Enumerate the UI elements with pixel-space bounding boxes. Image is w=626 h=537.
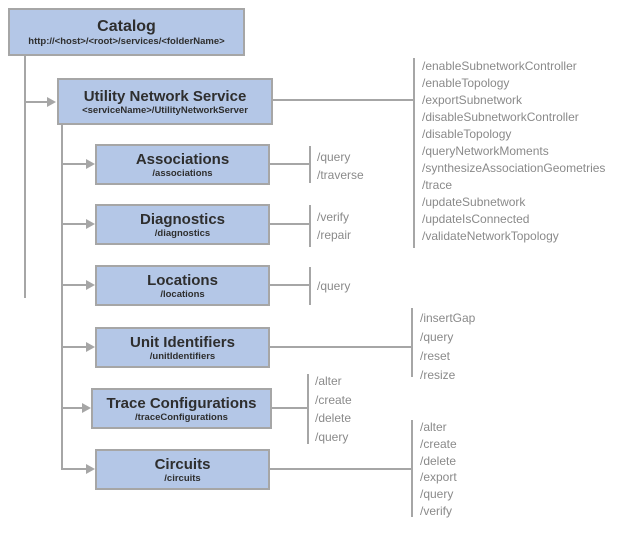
- unit-identifiers-operations-bracket-line: [411, 308, 413, 377]
- operation-label: /disableSubnetworkController: [422, 110, 579, 124]
- operation-label: /query: [420, 487, 454, 502]
- operation-label: /updateIsConnected: [422, 212, 530, 226]
- resource-path-trace-configurations: /traceConfigurations: [135, 411, 228, 423]
- unit-identifiers-operations-connector-line: [270, 346, 411, 348]
- resource-box-unit-identifiers: Unit Identifiers /unitIdentifiers: [95, 327, 270, 368]
- branch-line-associations: [62, 163, 87, 165]
- operation-label: /query: [315, 429, 349, 444]
- catalog-title: Catalog: [97, 17, 156, 35]
- utility-network-service-box: Utility Network Service <serviceName>/Ut…: [57, 78, 273, 125]
- resource-title-unit-identifiers: Unit Identifiers: [129, 333, 235, 351]
- operation-label: /synthesizeAssociationGeometries: [422, 161, 606, 175]
- resource-path-circuits: /circuits: [164, 472, 201, 484]
- unit-identifiers-operations-list: /insertGap/query/reset/resize: [420, 309, 475, 385]
- operation-label: /export: [420, 470, 457, 485]
- operation-label: /disableTopology: [422, 127, 512, 141]
- resource-title-circuits: Circuits: [154, 455, 211, 473]
- service-operations-connector-line: [273, 99, 413, 101]
- circuits-operations-list: /alter/create/delete/export/query/verify: [420, 419, 457, 520]
- branch-line-trace-configurations: [62, 407, 83, 409]
- associations-operations-connector-line: [270, 163, 309, 165]
- trace-configurations-operations-list: /alter/create/delete/query: [315, 372, 352, 446]
- resource-box-circuits: Circuits /circuits: [95, 449, 270, 490]
- operation-label: /create: [315, 392, 352, 407]
- operation-label: /query: [317, 279, 351, 293]
- resource-title-diagnostics: Diagnostics: [139, 210, 226, 228]
- trace-configurations-operations-connector-line: [272, 407, 307, 409]
- branch-arrow-diagnostics-icon: [86, 219, 95, 229]
- catalog-connector-vertical-line: [24, 56, 26, 298]
- branch-line-unit-identifiers: [62, 346, 87, 348]
- branch-arrow-unit-identifiers-icon: [86, 342, 95, 352]
- associations-operations-list: /query/traverse: [317, 148, 364, 184]
- catalog-box: Catalog http://<host>/<root>/services/<f…: [8, 8, 245, 56]
- resource-title-trace-configurations: Trace Configurations: [106, 394, 257, 412]
- catalog-connector-horizontal-line: [25, 101, 48, 103]
- circuits-operations-bracket-line: [411, 420, 413, 517]
- resource-path-associations: /associations: [152, 167, 213, 179]
- catalog-url: http://<host>/<root>/services/<folderNam…: [28, 35, 225, 47]
- operation-label: /insertGap: [420, 311, 476, 325]
- resource-box-trace-configurations: Trace Configurations /traceConfiguration…: [91, 388, 272, 429]
- resource-path-diagnostics: /diagnostics: [154, 227, 211, 239]
- operation-label: /alter: [315, 374, 342, 388]
- trace-configurations-operations-bracket-line: [307, 374, 309, 444]
- operation-label: /enableTopology: [422, 76, 510, 90]
- service-path: <serviceName>/UtilityNetworkServer: [82, 104, 248, 116]
- operation-label: /resize: [420, 368, 456, 382]
- operation-label: /reset: [420, 349, 451, 363]
- resource-box-associations: Associations /associations: [95, 144, 270, 185]
- operation-label: /enableSubnetworkController: [422, 59, 577, 73]
- operation-label: /verify: [317, 210, 350, 224]
- operation-label: /validateNetworkTopology: [422, 229, 559, 243]
- operation-label: /delete: [420, 453, 457, 468]
- circuits-operations-connector-line: [270, 468, 411, 470]
- resource-title-locations: Locations: [147, 271, 218, 289]
- diagnostics-operations-list: /verify/repair: [317, 208, 351, 244]
- resource-title-associations: Associations: [135, 150, 230, 168]
- operation-label: /queryNetworkMoments: [422, 144, 549, 158]
- operation-label: /updateSubnetwork: [422, 195, 526, 209]
- diagnostics-operations-connector-line: [270, 223, 309, 225]
- resource-path-unit-identifiers: /unitIdentifiers: [149, 350, 216, 362]
- operation-label: /query: [420, 330, 454, 344]
- resource-box-locations: Locations /locations: [95, 265, 270, 306]
- service-operations-bracket-line: [413, 58, 415, 248]
- operation-label: /delete: [315, 411, 352, 425]
- diagnostics-operations-bracket-line: [309, 205, 311, 247]
- resource-box-diagnostics: Diagnostics /diagnostics: [95, 204, 270, 245]
- branch-arrow-associations-icon: [86, 159, 95, 169]
- operation-label: /verify: [420, 503, 453, 518]
- operation-label: /repair: [317, 228, 352, 242]
- resource-path-locations: /locations: [160, 288, 205, 300]
- locations-operations-bracket-line: [309, 267, 311, 305]
- branch-line-locations: [62, 284, 87, 286]
- associations-operations-bracket-line: [309, 146, 311, 183]
- service-title: Utility Network Service: [83, 87, 247, 105]
- operation-label: /query: [317, 150, 351, 164]
- service-operations-list: /enableSubnetworkController/enableTopolo…: [422, 58, 605, 245]
- branch-arrow-locations-icon: [86, 280, 95, 290]
- operation-label: /create: [420, 436, 457, 451]
- branch-line-circuits: [62, 468, 87, 470]
- service-trunk-line: [61, 125, 63, 470]
- operation-label: /traverse: [317, 168, 364, 182]
- catalog-to-service-arrow-icon: [47, 97, 56, 107]
- branch-arrow-trace-configurations-icon: [82, 403, 91, 413]
- locations-operations-list: /query: [317, 277, 350, 295]
- branch-line-diagnostics: [62, 223, 87, 225]
- operation-label: /trace: [422, 178, 453, 192]
- branch-arrow-circuits-icon: [86, 464, 95, 474]
- operation-label: /exportSubnetwork: [422, 93, 523, 107]
- locations-operations-connector-line: [270, 284, 309, 286]
- operation-label: /alter: [420, 420, 447, 434]
